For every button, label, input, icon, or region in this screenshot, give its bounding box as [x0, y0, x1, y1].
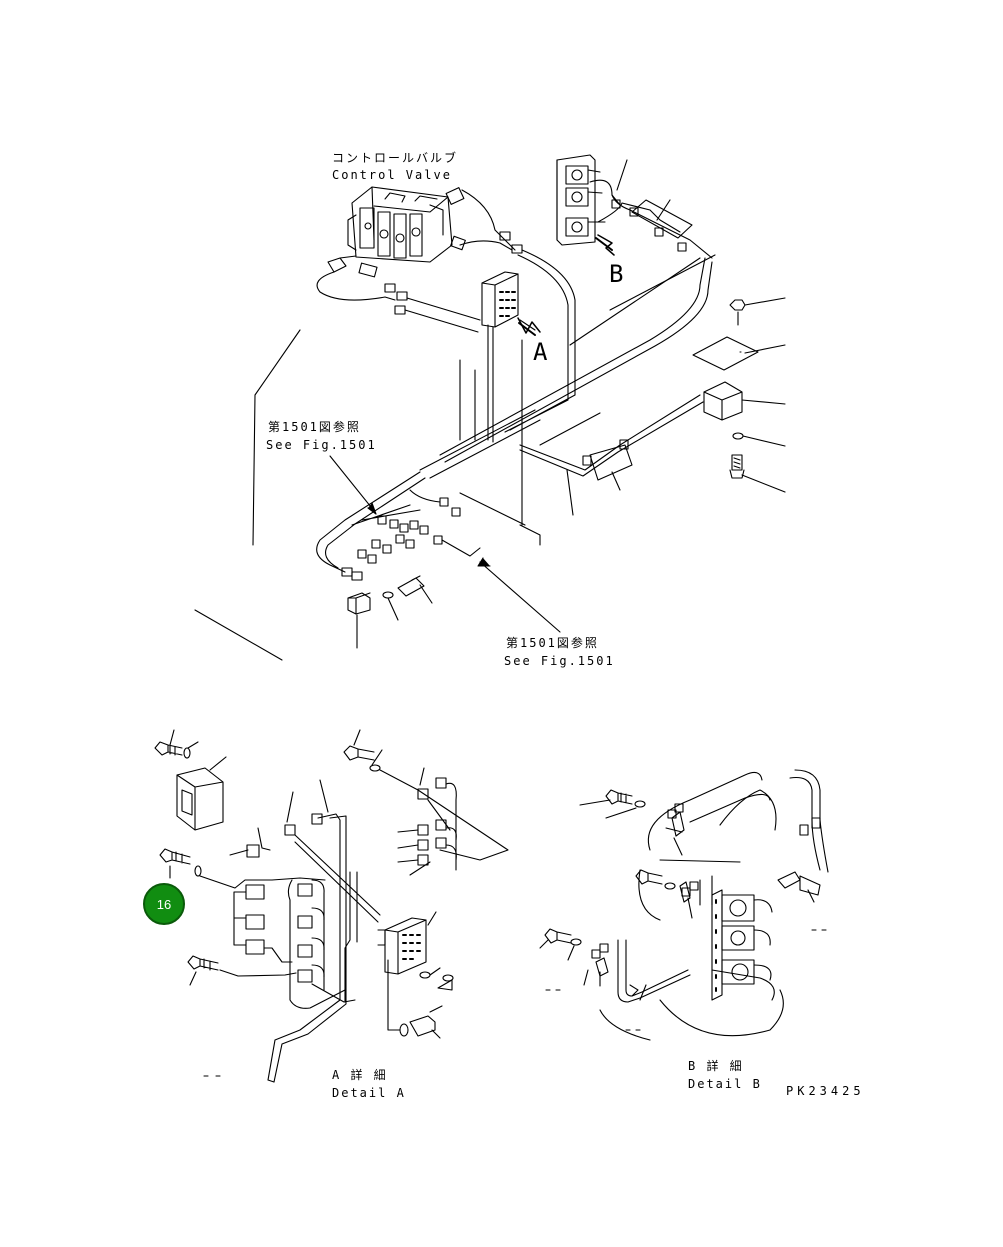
detail-a-view — [154, 729, 509, 1083]
relay-part — [347, 592, 371, 615]
drawing-number: PK23425 — [786, 1084, 865, 1098]
part-callout-number: 16 — [156, 896, 172, 912]
right-hardware-parts — [692, 297, 786, 493]
view-marker-a: A — [533, 338, 548, 366]
part-callout-16[interactable]: 16 — [143, 883, 185, 925]
detail-b-view — [539, 769, 829, 1041]
control-valve-label-jp: コントロールバルブ — [332, 151, 459, 165]
relay-3 — [245, 939, 265, 955]
relay-2 — [245, 914, 265, 930]
detail-b-label-en: Detail B — [688, 1077, 762, 1091]
see-fig-1501-label-en-2: See Fig.1501 — [504, 654, 615, 668]
valve-block-b — [556, 154, 713, 259]
control-valve-label-en: Control Valve — [332, 168, 452, 182]
detail-b-label-jp: B 詳 細 — [688, 1059, 744, 1073]
see-fig-1501-label-jp-1: 第1501図参照 — [268, 420, 361, 434]
relay-1 — [245, 884, 265, 900]
detail-a-label-en: Detail A — [332, 1086, 406, 1100]
see-fig-1501-label-jp-2: 第1501図参照 — [506, 636, 599, 650]
detail-a-label-jp: A 詳 細 — [332, 1068, 388, 1082]
relay-panel-a — [384, 917, 427, 975]
control-valve-part — [347, 186, 466, 278]
connector-cluster — [316, 471, 481, 581]
relay-box-a — [481, 271, 519, 328]
main-assembly-view — [194, 154, 786, 661]
view-marker-b: B — [609, 260, 624, 288]
see-fig-1501-label-en-1: See Fig.1501 — [266, 438, 377, 452]
valve-stack-b — [711, 889, 773, 1001]
pressure-sensor-part — [327, 255, 357, 273]
